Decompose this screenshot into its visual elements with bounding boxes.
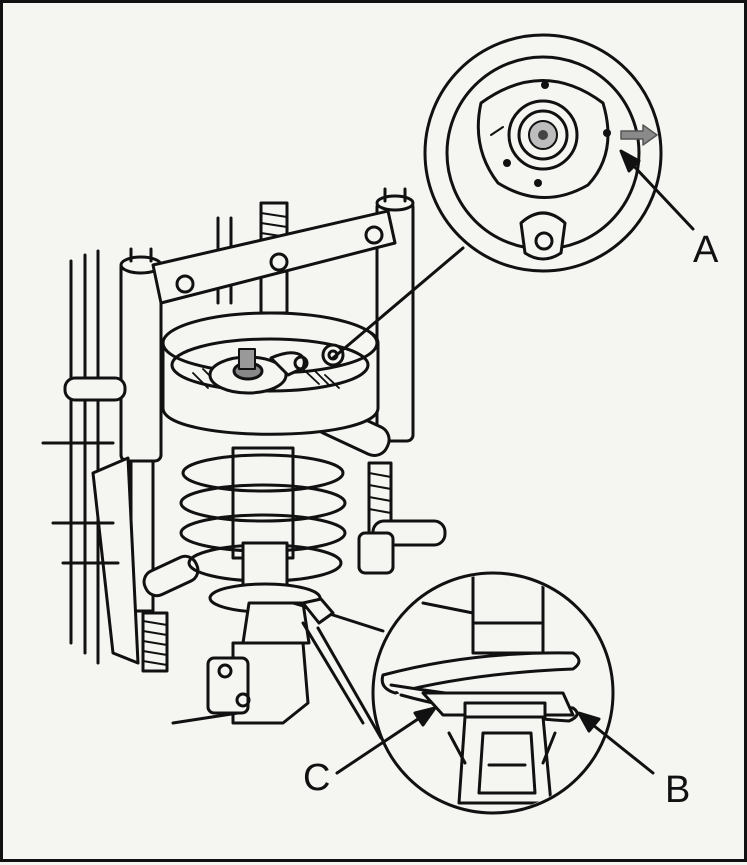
callout-label-b: B bbox=[665, 769, 691, 811]
compressor-frame bbox=[41, 187, 447, 673]
callout-label-a: A bbox=[693, 229, 719, 271]
coil-spring bbox=[179, 446, 347, 645]
spring-plate bbox=[161, 311, 380, 436]
detail-a-callout bbox=[331, 33, 695, 360]
strut-compressor-illustration bbox=[41, 33, 695, 815]
detail-bc-callout bbox=[331, 571, 655, 815]
strut-knuckle bbox=[171, 621, 383, 740]
callout-label-c: C bbox=[303, 757, 331, 799]
